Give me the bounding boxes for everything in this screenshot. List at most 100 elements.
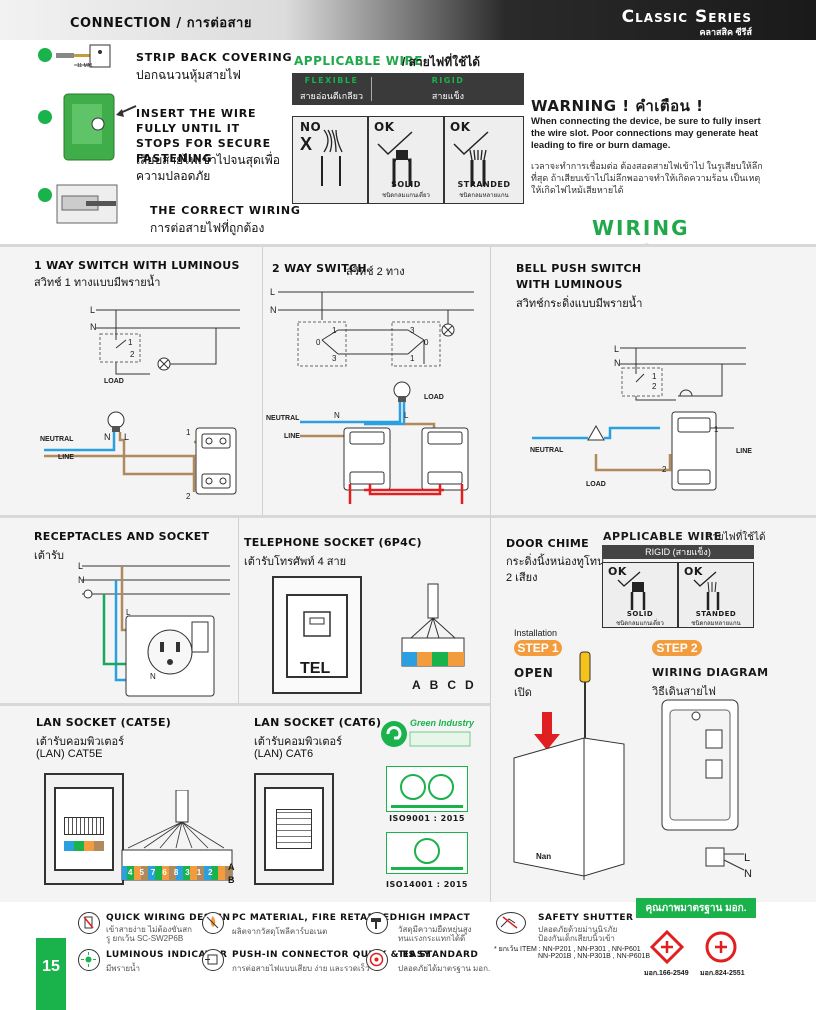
flexible-th: สายอ่อนตีเกลียว xyxy=(300,91,363,101)
lan-A: A xyxy=(228,862,235,872)
bell-sub: สวิทช์กระดิ่งแบบมีพรายน้ำ xyxy=(516,298,643,310)
push-in-connector-icon xyxy=(202,949,224,971)
chime-standed: STANDED xyxy=(695,610,737,618)
step1-en: STRIP BACK COVERING xyxy=(136,51,293,64)
telephone-title: TELEPHONE SOCKET (6P4C) xyxy=(244,536,422,549)
tis-banner-label: คุณภาพมาตรฐาน มอก. xyxy=(645,903,747,914)
insert-wire-illustration xyxy=(58,84,138,168)
pin-label: D xyxy=(465,678,474,692)
one-way-diagram xyxy=(30,290,262,512)
wire-ok-label: OK xyxy=(374,120,395,134)
stranded-label: STRANDED xyxy=(457,180,511,189)
lan5-color-code xyxy=(64,841,104,851)
bell-n2: 2 xyxy=(652,382,657,391)
fire-retarded-icon xyxy=(202,912,224,934)
series-subtitle: คลาสสิค ซีรีส์ xyxy=(699,27,752,37)
two-way-sub: สวิทช์ 2 ทาง xyxy=(346,266,405,278)
pin-label: A xyxy=(412,678,421,692)
green-industry-logo xyxy=(380,716,474,752)
two-way-diagram xyxy=(264,280,490,514)
chime-aw-title: APPLICABLE WIRE xyxy=(603,530,722,543)
step1-pill: STEP 1 xyxy=(514,640,562,656)
green-industry-label: Green Industry xyxy=(410,718,475,728)
chime-N: N xyxy=(744,868,752,880)
chime-wire-sketches xyxy=(602,562,754,628)
wire-x-mark: X xyxy=(300,134,313,154)
receptacle-N: N xyxy=(78,575,85,585)
door-chime-title: DOOR CHIME xyxy=(506,537,589,550)
feature-title: TIS STANDARD xyxy=(398,950,479,960)
feature-title: SAFETY SHUTTER xyxy=(538,913,634,923)
open-label: OPEN xyxy=(514,666,554,680)
telephone-sub: เต้ารับโทรศัพท์ 4 สาย xyxy=(244,556,347,568)
pin-label: C xyxy=(447,678,457,692)
chime-wd-title: WIRING DIAGRAM xyxy=(652,666,769,679)
wire-type-divider xyxy=(371,77,372,101)
two-way-a1: 1 xyxy=(332,326,337,335)
one-way-load: LOAD xyxy=(104,378,124,385)
warning-th: เวลาจะทำการเชื่อมต่อ ต้องสอดสายไฟเข้าไป … xyxy=(531,161,763,195)
feature-title: QUICK WIRING DESIGN xyxy=(106,913,231,923)
step3-en: THE CORRECT WIRING xyxy=(150,204,301,217)
step-dot xyxy=(38,188,52,202)
bell-title-1: BELL PUSH SWITCH xyxy=(516,262,642,275)
page-number: 15 xyxy=(42,958,60,975)
bell-neutral: NEUTRAL xyxy=(530,447,564,454)
feature-title: HIGH IMPACT xyxy=(398,913,471,923)
step2-en: INSERT THE WIRE FULLY UNTIL IT STOPS FOR… xyxy=(136,107,271,165)
strip-length-mark: 11 MM. xyxy=(77,63,94,69)
rigid-th: สายแข็ง xyxy=(431,91,465,101)
lan-pin-number: 8 xyxy=(173,868,179,877)
chime-aw-th: สายไฟที่ใช้ได้ xyxy=(706,532,766,543)
two-way-b0: 0 xyxy=(424,338,429,347)
feature-desc: การต่อสายไฟแบบเสียบ ง่าย และรวดเร็ว xyxy=(232,964,370,973)
tis-mark-icon xyxy=(704,930,738,964)
lan5-title: LAN SOCKET (CAT5E) xyxy=(36,716,172,729)
bell-line: LINE xyxy=(736,448,752,455)
wire-type-header xyxy=(292,73,524,105)
iso9001-badge xyxy=(386,766,468,812)
lan-pin-number: 6 xyxy=(162,868,167,877)
two-way-N: N xyxy=(270,305,277,315)
connection-title: CONNECTION / การต่อสาย xyxy=(70,16,252,31)
exception-note-2: NN-P201B , NN-P301B , NN-P601B xyxy=(538,953,651,960)
lan5-wires xyxy=(120,789,238,888)
two-way-line: LINE xyxy=(284,433,300,440)
lan6-sub1: เต้ารับคอมพิวเตอร์ xyxy=(254,736,343,748)
open-th: เปิด xyxy=(514,687,532,699)
two-way-wire-L: L xyxy=(404,411,409,420)
one-way-L: L xyxy=(90,305,96,315)
telephone-socket xyxy=(272,576,362,694)
divider xyxy=(490,247,491,902)
chime-ok-label: OK xyxy=(608,565,627,578)
chime-standed-th: ชนิดกลมหลายแกน xyxy=(691,621,741,627)
door-chime-sub2: 2 เสียง xyxy=(506,572,538,584)
hammer-icon xyxy=(366,912,388,934)
feature-desc: เข้าสายง่าย ไม่ต้องขันสกรู ยกเว้น SC-SW2… xyxy=(106,925,192,943)
two-way-load: LOAD xyxy=(424,394,444,401)
lan-numbers: 4 5 7 6 8 3 1 2 xyxy=(128,868,213,877)
lan6-title: LAN SOCKET (CAT6) xyxy=(254,716,382,729)
chime-rigid-label: RIGID (สายแข็ง) xyxy=(602,545,754,559)
lan5-socket xyxy=(44,773,124,885)
quick-wiring-icon xyxy=(78,912,100,934)
flexible-label: FLEXIBLE xyxy=(304,76,359,85)
iso14001-label: ISO14001 : 2015 xyxy=(386,880,468,889)
one-way-wire-L: L xyxy=(124,432,130,442)
lan6-sub2: (LAN) CAT6 xyxy=(254,748,314,760)
pin-label: B xyxy=(429,678,439,692)
step-dot xyxy=(38,48,52,62)
two-way-title: 2 WAY SWITCH xyxy=(272,262,367,275)
feature-desc: ปลอดภัยได้มาตรฐาน มอก. xyxy=(398,964,491,973)
applicable-wire-title-th: / สายไฟที่ใช้ได้ xyxy=(402,55,481,69)
bell-title-2: WITH LUMINOUS xyxy=(516,278,623,291)
one-way-wire-N: N xyxy=(104,432,111,442)
door-chime-sub1: กระดิ่งนิ้งหน่องทูโทน xyxy=(506,556,605,568)
series-title: Classic Series xyxy=(621,7,752,27)
one-way-sub: สวิทช์ 1 ทางแบบมีพรายน้ำ xyxy=(34,277,161,289)
two-way-a3: 3 xyxy=(332,354,337,363)
wire-sketches xyxy=(292,116,524,204)
receptacle-diagram xyxy=(60,556,238,702)
telephone-wires xyxy=(396,580,470,670)
two-way-b3: 3 xyxy=(410,326,415,335)
